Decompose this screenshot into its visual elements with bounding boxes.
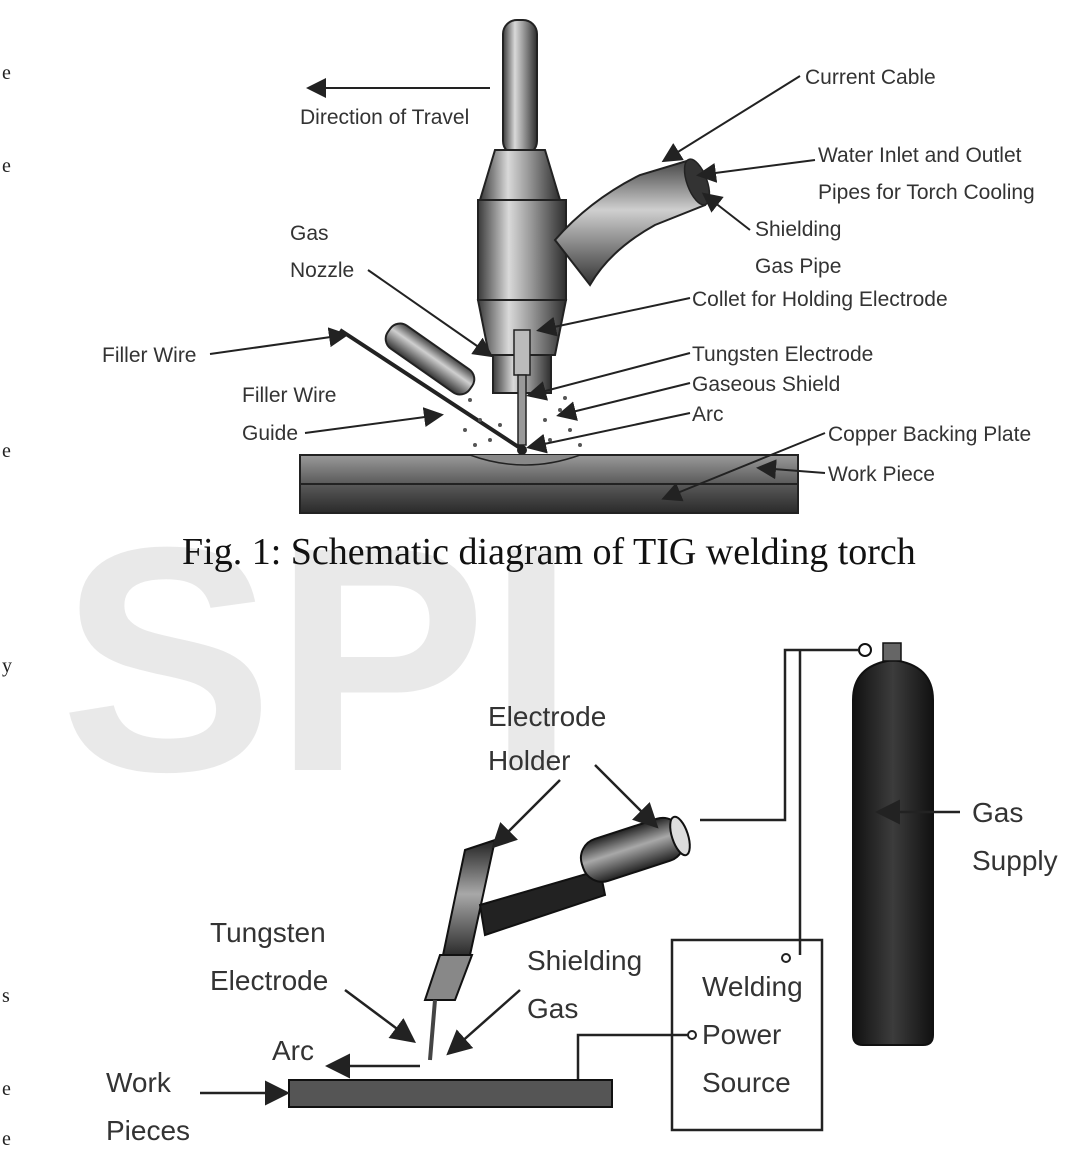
edge-char: e [2, 440, 11, 462]
watermark-text: SPI [60, 480, 576, 810]
leader-water-pipes [696, 159, 816, 183]
label-copper-backing-plate: Copper Backing Plate [828, 423, 1031, 446]
label-shielding-gas-pipe-2: Gas Pipe [755, 255, 841, 278]
label-gas-supply-1: Gas [972, 797, 1023, 828]
label-tungsten-electrode: Tungsten Electrode [692, 343, 873, 366]
leader-filler-guide [304, 407, 444, 434]
power-cable [576, 1033, 690, 1080]
label-gas-nozzle-1: Gas [290, 222, 329, 245]
label-welding-power-3: Source [702, 1067, 791, 1098]
torch-body [476, 19, 568, 446]
label-filler-wire: Filler Wire [102, 344, 197, 367]
gas-cylinder [852, 642, 934, 1046]
edge-char: e [2, 62, 11, 84]
label-water-inlet-1: Water Inlet and Outlet [818, 144, 1022, 167]
filler-wire-assembly [338, 322, 522, 450]
label-electrode-holder-1: Electrode [488, 701, 606, 732]
leader-filler-wire [209, 327, 349, 355]
leader-tungsten-electrode-2 [344, 988, 417, 1043]
gas-hose [700, 648, 859, 955]
power-connection-point [687, 1030, 697, 1040]
gas-connection-point [781, 953, 791, 963]
leader-arc [526, 412, 691, 454]
label-tungsten-electrode-1: Tungsten [210, 917, 326, 948]
arc-point [517, 445, 527, 455]
cable-bundle [553, 158, 711, 287]
leader-work-piece [756, 459, 826, 480]
edge-char: s [2, 985, 10, 1007]
edge-char: e [2, 1078, 11, 1100]
label-work-piece: Work Piece [828, 463, 935, 486]
label-electrode-holder-2: Holder [488, 745, 570, 776]
leader-backing-plate [661, 432, 826, 502]
figure-2-tig-setup-diagram: Electrode Holder Gas Supply Tungsten Ele… [106, 642, 1058, 1146]
watermark: SPI [60, 480, 576, 810]
label-direction-of-travel: Direction of Travel [300, 106, 469, 129]
leader-gas-nozzle [367, 269, 494, 358]
label-filler-wire-guide-1: Filler Wire [242, 384, 337, 407]
label-work-pieces-1: Work [106, 1067, 172, 1098]
label-arc: Arc [692, 403, 724, 426]
weld-bead [469, 454, 581, 466]
label-current-cable: Current Cable [805, 66, 936, 89]
label-shielding-gas-1: Shielding [527, 945, 642, 976]
leader-shielding-gas-pipe [701, 192, 751, 231]
label-filler-wire-guide-2: Guide [242, 422, 298, 445]
label-shielding-gas-2: Gas [527, 993, 578, 1024]
label-arc-2: Arc [272, 1035, 314, 1066]
figure-1-tig-torch-diagram: Direction of Travel Current Cable Water … [102, 19, 1035, 514]
label-gas-nozzle-2: Nozzle [290, 259, 354, 282]
label-water-inlet-2: Pipes for Torch Cooling [818, 181, 1035, 204]
leader-shielding-gas [446, 989, 521, 1056]
label-shielding-gas-pipe-1: Shielding [755, 218, 841, 241]
label-welding-power-2: Power [702, 1019, 781, 1050]
edge-char: y [2, 655, 12, 677]
label-work-pieces-2: Pieces [106, 1115, 190, 1146]
figure-1-caption: Fig. 1: Schematic diagram of TIG welding… [182, 531, 916, 573]
label-gaseous-shield: Gaseous Shield [692, 373, 840, 396]
leader-electrode-holder-2 [594, 764, 659, 829]
label-tungsten-electrode-2: Electrode [210, 965, 328, 996]
leader-gaseous-shield [556, 382, 691, 421]
leader-current-cable [661, 75, 801, 163]
leader-electrode-holder-1 [491, 779, 561, 849]
label-gas-supply-2: Supply [972, 845, 1058, 876]
leader-tungsten-electrode [526, 352, 691, 401]
leader-collet [536, 297, 691, 337]
label-collet: Collet for Holding Electrode [692, 288, 948, 311]
edge-char: e [2, 155, 11, 177]
work-pieces-bar [288, 1079, 613, 1108]
electrode-holder-torch [423, 815, 691, 1061]
label-welding-power-1: Welding [702, 971, 803, 1002]
work-piece-plate [299, 454, 799, 514]
edge-char: e [2, 1128, 11, 1150]
